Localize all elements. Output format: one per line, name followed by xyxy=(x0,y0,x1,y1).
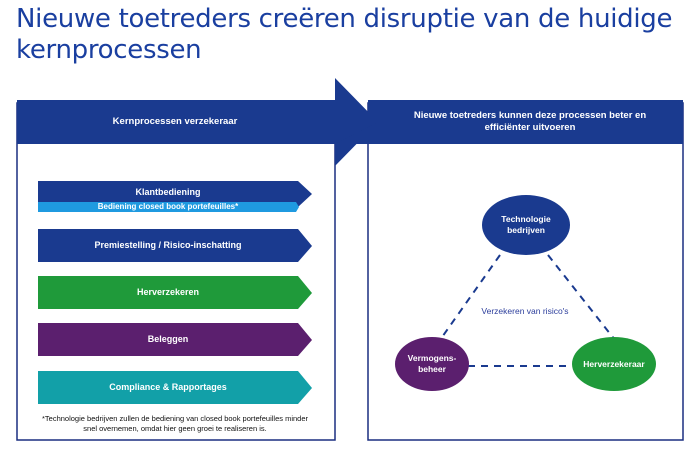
process-arrow-premiestelling xyxy=(38,229,312,262)
node-vermogensbeheer xyxy=(395,337,469,391)
process-arrow-beleggen xyxy=(38,323,312,356)
connector-tech-herverz xyxy=(547,254,616,341)
process-arrow-klantbediening xyxy=(38,181,312,207)
node-label-vermogensbeheer: Vermogens-beheer xyxy=(407,353,457,374)
left-panel-header: Kernprocessen verzekeraar xyxy=(112,116,238,127)
process-label-premiestelling: Premiestelling / Risico-inschatting xyxy=(94,240,242,250)
process-arrow-compliance xyxy=(38,371,312,404)
process-label-herverzekeren: Herverzekeren xyxy=(136,287,200,297)
process-arrow-closed-book xyxy=(38,202,299,212)
right-header-bar xyxy=(368,100,683,144)
node-label-herverzekeraar: Herverzekeraar xyxy=(583,359,645,369)
process-label-closed-book: Bediening closed book portefeuilles* xyxy=(97,202,239,211)
process-label-beleggen: Beleggen xyxy=(147,334,189,344)
center-label: Verzekeren van risico's xyxy=(481,306,569,316)
page-title: Nieuwe toetreders creëren disruptie van … xyxy=(16,4,673,65)
node-label-technologie: Technologie bedrijven xyxy=(501,214,551,235)
right-panel-frame xyxy=(367,102,684,441)
right-panel-header: Nieuwe toetreders kunnen deze processen … xyxy=(413,110,647,133)
process-label-compliance: Compliance & Rapportages xyxy=(109,382,227,392)
node-herverzekeraar xyxy=(572,337,656,391)
process-arrow-herverzekeren xyxy=(38,276,312,309)
connector-tech-vermogen xyxy=(439,254,501,341)
footnote: *Technologie bedrijven zullen de bedieni… xyxy=(41,414,308,433)
node-technologie xyxy=(482,195,570,255)
process-label-klantbediening: Klantbediening xyxy=(135,187,201,197)
left-header-arrow xyxy=(17,78,378,166)
